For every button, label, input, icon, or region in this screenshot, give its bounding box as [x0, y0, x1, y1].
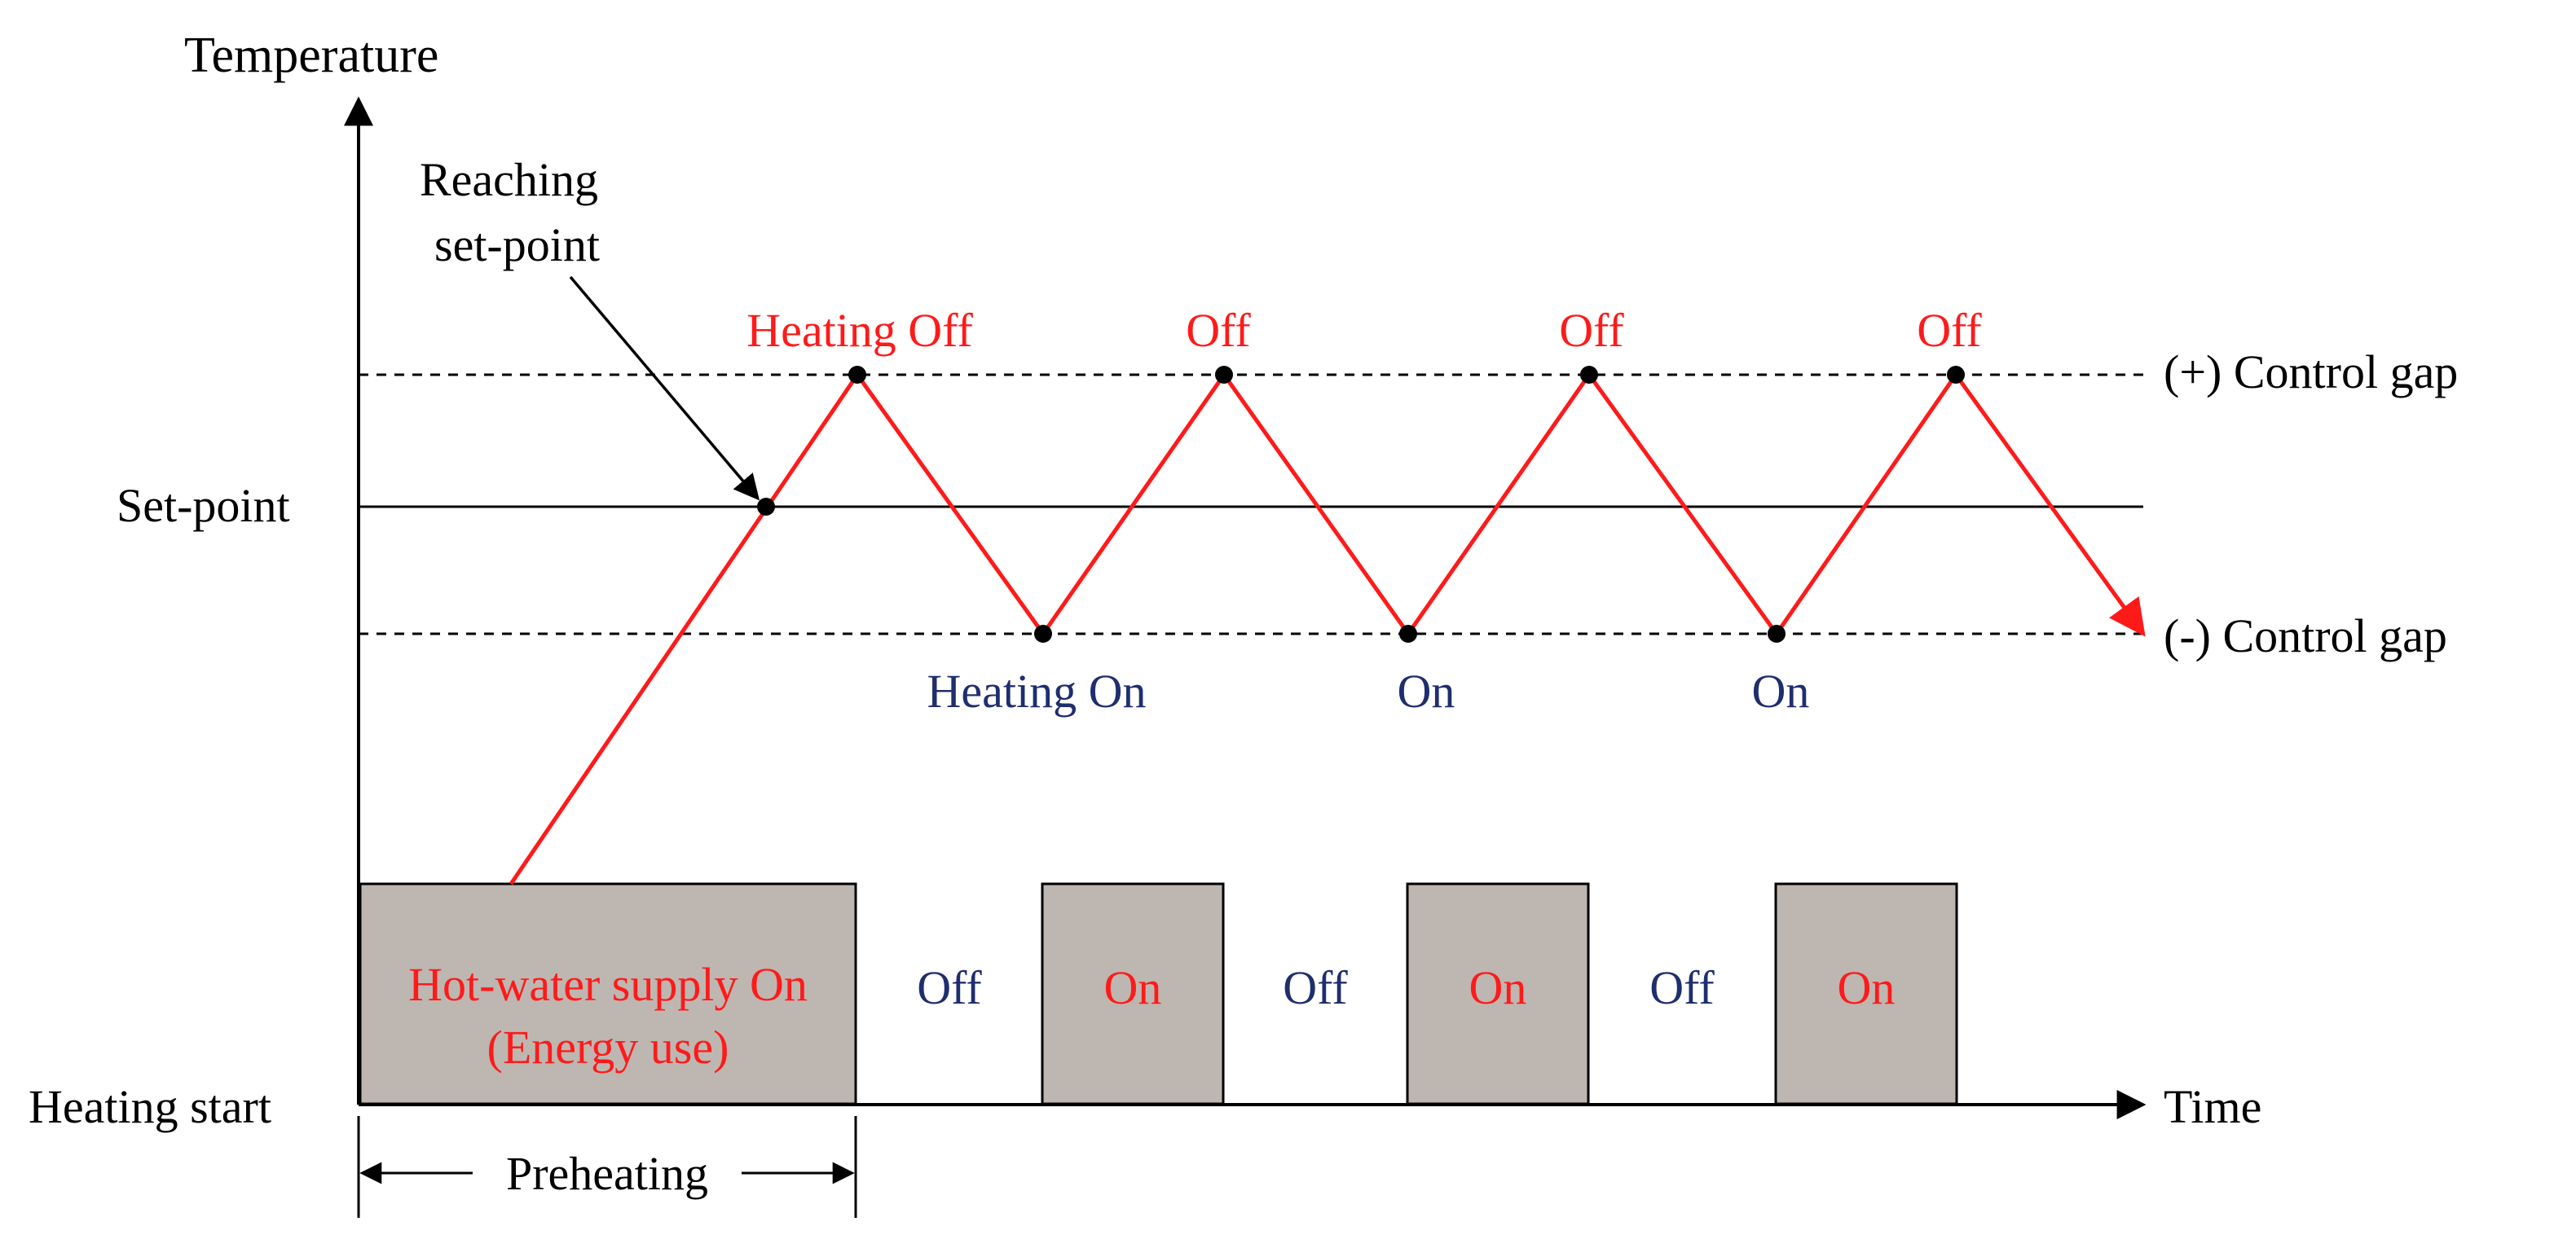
peak-point: [848, 366, 866, 384]
supply-on-label: On: [1469, 961, 1527, 1014]
peak-point: [1947, 366, 1965, 384]
temperature-curve-tail: [1953, 373, 2146, 637]
reaching-annotation-line2: set-point: [434, 218, 600, 271]
supply-bar-on: [1041, 882, 1225, 1105]
peak-point: [1580, 366, 1598, 384]
supply-bar-label-line2: (Energy use): [487, 1021, 729, 1074]
upper-gap-label: (+) Control gap: [2164, 345, 2458, 398]
setpoint-reached-point: [757, 498, 775, 516]
peak-label: Off: [1559, 304, 1624, 357]
supply-bar-preheat: [359, 882, 857, 1105]
peak-label: Off: [1186, 304, 1251, 357]
preheating-label: Preheating: [506, 1147, 708, 1200]
temperature-curve: [509, 371, 1958, 885]
peak-point: [1215, 366, 1233, 384]
supply-bar-label-line1: Hot-water supply On: [408, 958, 808, 1011]
supply-off-label: Off: [917, 961, 982, 1014]
peak-label: Heating Off: [746, 304, 973, 357]
trough-point: [1768, 625, 1786, 643]
supply-bar-on: [1406, 882, 1590, 1105]
origin-label: Heating start: [29, 1080, 271, 1133]
supply-off-label: Off: [1283, 961, 1348, 1014]
setpoint-label: Set-point: [117, 479, 290, 532]
supply-off-label: Off: [1649, 961, 1715, 1014]
trough-label: Heating On: [927, 665, 1147, 718]
trough-label: On: [1752, 665, 1810, 718]
lower-gap-label: (-) Control gap: [2164, 609, 2447, 662]
trough-point: [1034, 625, 1052, 643]
trough-point: [1399, 625, 1417, 643]
supply-bar-on: [1774, 882, 1958, 1105]
supply-on-label: On: [1104, 961, 1162, 1014]
peak-label: Off: [1917, 304, 1982, 357]
reaching-annotation-arrow: [569, 275, 760, 501]
reaching-annotation-line1: Reaching: [420, 153, 598, 206]
trough-label: On: [1398, 665, 1455, 718]
supply-on-label: On: [1838, 961, 1896, 1014]
x-axis-label: Time: [2164, 1080, 2261, 1133]
y-axis-label: Temperature: [184, 28, 438, 83]
